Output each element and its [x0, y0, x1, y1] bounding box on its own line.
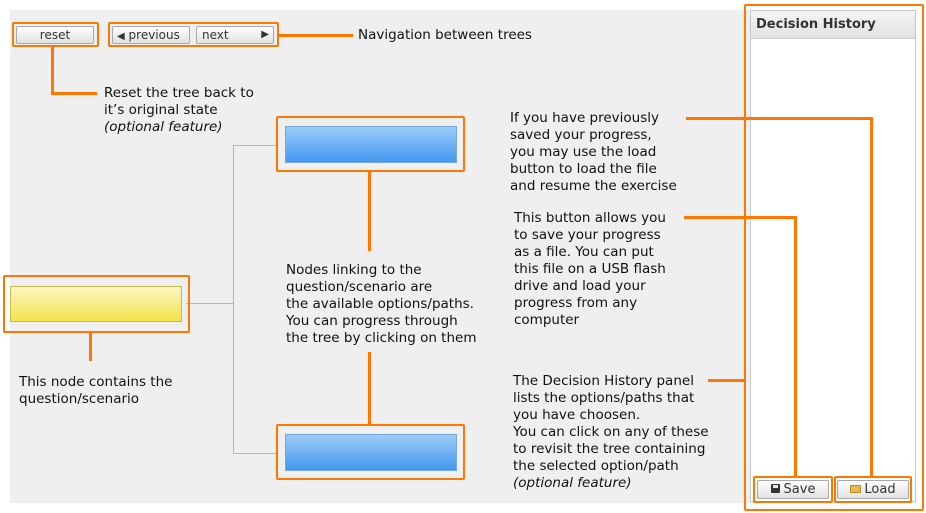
load-button[interactable]: Load [837, 480, 909, 499]
save-annotation-line-2: to save your progress [514, 227, 661, 243]
load-pointer-vertical [870, 117, 873, 476]
next-button-label: next [202, 28, 229, 42]
history-pointer [708, 379, 744, 382]
save-button-label: Save [783, 482, 816, 497]
load-annotation-line-1: If you have previously [510, 110, 659, 126]
history-annotation-line-3: you have choosen. [513, 407, 641, 423]
load-annotation-line-4: button to load the file [510, 161, 657, 177]
save-highlight [753, 476, 833, 503]
next-arrow-icon: ▶ [261, 29, 269, 40]
option-top-highlight [276, 116, 465, 172]
nodes-annotation-line-2: question/scenario are [286, 279, 433, 295]
load-button-label: Load [864, 482, 896, 497]
floppy-disk-icon [770, 484, 780, 493]
save-annotation-line-6: progress from any [514, 295, 638, 311]
next-button[interactable]: next ▶ [196, 26, 274, 44]
history-annotation-line-1: The Decision History panel [513, 373, 694, 389]
save-annotation-line-7: computer [514, 312, 580, 328]
load-annotation-line-2: saved your progress, [510, 127, 652, 143]
tree-connector-vertical [233, 145, 234, 453]
option-top-pointer [368, 172, 371, 251]
tree-connector-horizontal [186, 303, 234, 304]
history-panel-highlight [744, 4, 924, 511]
reset-annotation-line-3: (optional feature) [104, 119, 223, 135]
tree-connector-top [233, 145, 277, 146]
option-bottom-pointer [368, 352, 371, 424]
load-pointer-horizontal [686, 117, 873, 120]
question-pointer [89, 333, 92, 361]
nodes-annotation-line-5: the tree by clicking on them [286, 330, 477, 346]
nodes-annotation-line-4: You can progress through [286, 313, 458, 329]
tree-connector-bottom [233, 453, 277, 454]
save-annotation-line-5: drive and load your [514, 278, 646, 294]
decision-history-panel: Decision History [750, 10, 916, 502]
save-annotation-line-1: This button allows you [514, 210, 666, 226]
history-annotation-line-7: (optional feature) [513, 475, 632, 491]
nodes-annotation-line-3: the available options/paths. [286, 296, 474, 312]
reset-button[interactable]: reset [16, 26, 94, 44]
reset-pointer-horizontal [51, 92, 97, 95]
previous-arrow-icon: ◀ [117, 31, 125, 42]
reset-annotation-line-1: Reset the tree back to [104, 85, 254, 101]
navigation-pointer [279, 34, 353, 37]
save-pointer-horizontal [684, 216, 797, 219]
navigation-highlight [108, 22, 279, 47]
previous-button[interactable]: ◀ previous [112, 26, 190, 44]
folder-open-icon [850, 485, 862, 493]
history-annotation-line-4: You can click on any of these [513, 424, 709, 440]
option-bottom-highlight [276, 424, 465, 480]
load-highlight [834, 476, 912, 503]
reset-annotation-line-2: it’s original state [104, 102, 218, 118]
history-annotation-line-2: lists the options/paths that [513, 390, 695, 406]
decision-history-title: Decision History [751, 11, 915, 39]
navigation-annotation: Navigation between trees [358, 27, 532, 43]
reset-button-label: reset [39, 28, 71, 42]
save-pointer-vertical [794, 216, 797, 476]
option-node-bottom[interactable] [285, 434, 457, 471]
question-annotation-line-1: This node contains the [19, 374, 173, 390]
load-annotation-line-5: and resume the exercise [510, 178, 677, 194]
option-node-top[interactable] [285, 126, 457, 163]
question-node[interactable] [10, 286, 182, 322]
save-button[interactable]: Save [757, 480, 829, 499]
reset-pointer-vertical [51, 47, 54, 95]
save-annotation-line-3: as a file. You can put [514, 244, 654, 260]
history-annotation-line-6: the selected option/path [513, 458, 679, 474]
previous-button-label: previous [128, 28, 180, 42]
save-annotation-line-4: this file on a USB flash [514, 261, 666, 277]
history-annotation-line-5: to revisit the tree containing [513, 441, 706, 457]
nodes-annotation-line-1: Nodes linking to the [286, 262, 422, 278]
question-annotation-line-2: question/scenario [19, 391, 140, 407]
reset-highlight [12, 22, 99, 47]
load-annotation-line-3: you may use the load [510, 144, 657, 160]
question-highlight [3, 275, 190, 333]
